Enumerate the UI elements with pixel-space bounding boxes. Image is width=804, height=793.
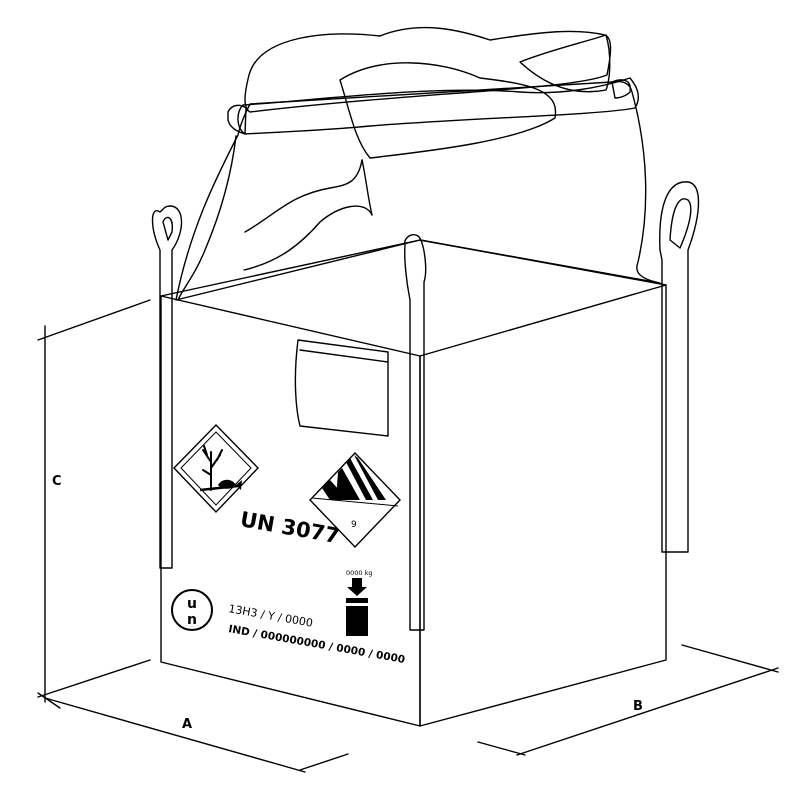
dimension-lines — [37, 299, 779, 773]
dimension-b-label: B — [633, 699, 643, 714]
un-logo-top: u — [187, 596, 197, 612]
lifting-loop-right — [659, 181, 700, 553]
max-load-value: 0000 kg — [346, 569, 373, 577]
class-9-hazard-diamond-icon: 9 — [309, 451, 401, 549]
dimension-c-label: C — [52, 474, 62, 489]
class-number: 9 — [351, 520, 357, 530]
ind-code: IND / 000000000 / 0000 / 0000 — [227, 623, 405, 666]
liner-top — [244, 26, 612, 113]
dimension-a-label: A — [182, 717, 192, 732]
un-logo-bottom: n — [187, 612, 197, 628]
lifting-loops — [151, 181, 700, 631]
filling-spout — [175, 26, 661, 301]
lifting-loop-left — [151, 205, 183, 569]
dead-tree-fish-icon — [173, 423, 259, 514]
un-packaging-symbol-icon: u n — [171, 589, 213, 631]
max-stack-load-icon: 0000 kg — [346, 569, 373, 636]
lifting-loop-front — [404, 234, 427, 631]
document-pocket — [294, 339, 389, 437]
